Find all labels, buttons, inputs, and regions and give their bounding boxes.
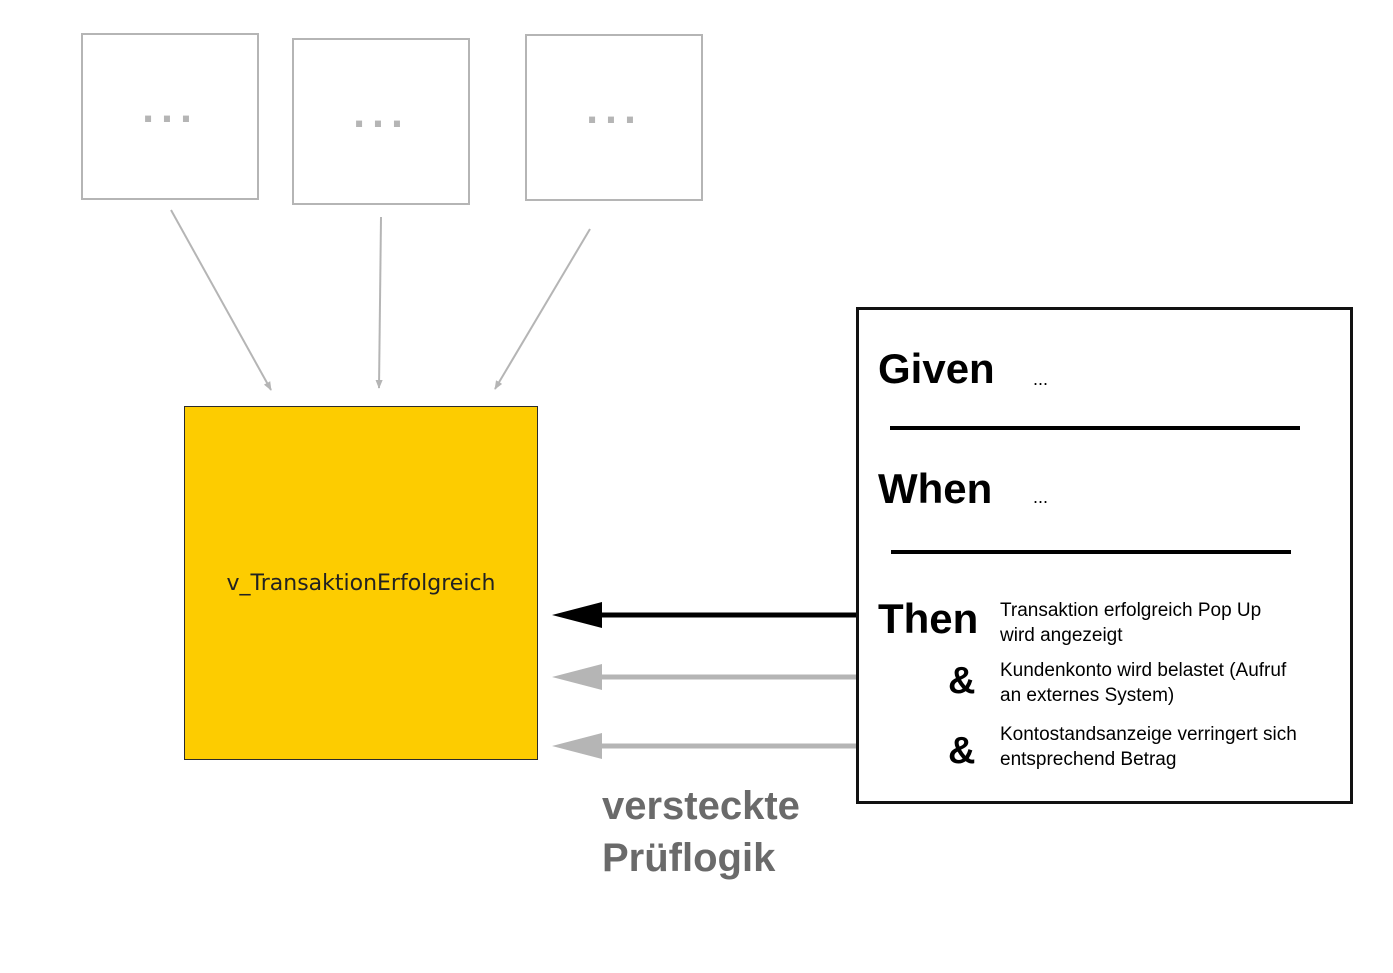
arrow-box1-to-main [170, 209, 272, 391]
hidden-logic-line2: Prüflogik [602, 836, 776, 880]
then-text: Transaktion erfolgreich Pop Up wird ange… [1000, 598, 1261, 648]
placeholder-dots: ... [585, 91, 643, 132]
placeholder-box-3: ... [525, 34, 703, 201]
when-keyword: When [878, 465, 993, 512]
and1-text: Kundenkonto wird belastet (Aufruf an ext… [1000, 658, 1286, 708]
and1-text-line1: Kundenkonto wird belastet (Aufruf [1000, 660, 1287, 681]
and2-arrow-head [552, 733, 602, 759]
hidden-logic-line1: versteckte [602, 784, 800, 828]
then-text-line1: Transaktion erfolgreich Pop Up [1000, 600, 1262, 621]
hidden-logic-label: versteckte Prüflogik [602, 780, 800, 884]
and2-text: Kontostandsanzeige verringert sich entsp… [1000, 722, 1297, 772]
then-keyword: Then [878, 595, 979, 642]
placeholder-box-2: ... [292, 38, 470, 205]
view-label: v_TransaktionErfolgreich [226, 571, 496, 596]
and2-text-line1: Kontostandsanzeige verringert sich [1000, 724, 1297, 745]
and2-text-line2: entsprechend Betrag [1000, 749, 1177, 770]
placeholder-box-1: ... [81, 33, 259, 200]
transaction-success-view-box: v_TransaktionErfolgreich [184, 406, 538, 760]
then-text-line2: wird angezeigt [1000, 625, 1123, 646]
when-text: ... [1033, 487, 1049, 507]
when-divider [891, 550, 1291, 554]
given-divider [890, 426, 1300, 430]
given-keyword: Given [878, 345, 995, 392]
and2-keyword: & [948, 730, 976, 772]
and1-text-line2: an externes System) [1000, 685, 1175, 706]
and1-arrow-head [552, 664, 602, 690]
and1-keyword: & [948, 660, 976, 702]
placeholder-dots: ... [352, 95, 410, 136]
arrow-box2-to-main [375, 216, 383, 389]
then-arrow-head [552, 602, 602, 628]
given-text: ... [1033, 369, 1049, 389]
placeholder-dots: ... [141, 90, 199, 131]
scenario-box: Given ... When ... Then Transaktion erfo… [856, 307, 1353, 804]
arrow-box3-to-main [494, 228, 591, 390]
